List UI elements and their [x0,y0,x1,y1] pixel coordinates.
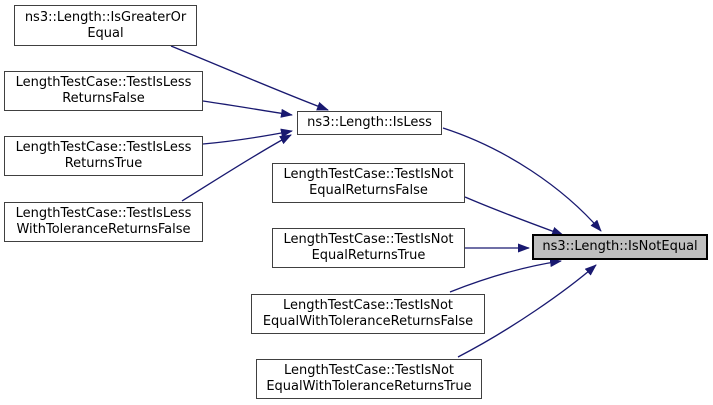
node-label-line: ns3::Length::IsGreaterOr [24,9,187,25]
node-is-not-equal-current: ns3::Length::IsNotEqual [532,234,708,260]
edge-is-less-to-is-not-equal [442,127,602,232]
node-label-line: ReturnsFalse [62,91,145,106]
node-test-is-not-equal-with-tolerance-returns-true[interactable]: LengthTestCase::TestIsNot EqualWithToler… [256,359,482,399]
node-test-is-less-returns-true[interactable]: LengthTestCase::TestIsLess ReturnsTrue [4,136,203,176]
node-label-line: WithToleranceReturnsFalse [16,222,191,237]
edge-test-is-not-equal-returns-false-to-is-not-equal [464,196,564,236]
node-label-line: EqualReturnsTrue [311,248,426,263]
node-is-less[interactable]: ns3::Length::IsLess [297,111,442,135]
node-test-is-less-with-tolerance-returns-false[interactable]: LengthTestCase::TestIsLess WithTolerance… [4,202,203,242]
node-label-line: LengthTestCase::TestIsLess [15,206,192,221]
edge-test-is-not-equal-with-tolerance-returns-false-to-is-not-equal [449,258,562,293]
node-label-line: ReturnsTrue [64,156,143,171]
node-label-line: LengthTestCase::TestIsLess [15,75,192,90]
node-test-is-not-equal-returns-true[interactable]: LengthTestCase::TestIsNot EqualReturnsTr… [272,228,465,268]
node-label-line: Equal [87,25,124,41]
node-test-is-less-returns-false[interactable]: LengthTestCase::TestIsLess ReturnsFalse [4,71,203,111]
node-label-line: LengthTestCase::TestIsNot [283,167,454,182]
edge-is-greater-or-equal-to-is-less [170,45,329,111]
node-test-is-not-equal-with-tolerance-returns-false[interactable]: LengthTestCase::TestIsNot EqualWithToler… [251,294,485,334]
node-label-line: ns3::Length::IsNotEqual [542,239,698,254]
node-test-is-not-equal-returns-false[interactable]: LengthTestCase::TestIsNot EqualReturnsFa… [272,163,465,203]
edge-test-is-less-returns-true-to-is-less [202,128,293,145]
node-is-greater-or-equal[interactable]: ns3::Length::IsGreaterOr Equal [14,5,197,46]
node-label-line: ns3::Length::IsLess [307,115,432,130]
edge-test-is-not-equal-with-tolerance-returns-true-to-is-not-equal [457,264,597,358]
edge-test-is-less-returns-false-to-is-less [202,100,293,118]
node-label-line: EqualWithToleranceReturnsFalse [262,314,474,329]
node-label-line: LengthTestCase::TestIsNot [283,232,454,247]
node-label-line: LengthTestCase::TestIsLess [15,140,192,155]
node-label-line: EqualWithToleranceReturnsTrue [266,379,472,394]
edge-test-is-less-with-tolerance-returns-false-to-is-less [181,134,292,202]
node-label-line: LengthTestCase::TestIsNot [283,298,453,313]
node-label-line: LengthTestCase::TestIsNot [284,363,454,378]
node-label-line: EqualReturnsFalse [309,183,428,198]
